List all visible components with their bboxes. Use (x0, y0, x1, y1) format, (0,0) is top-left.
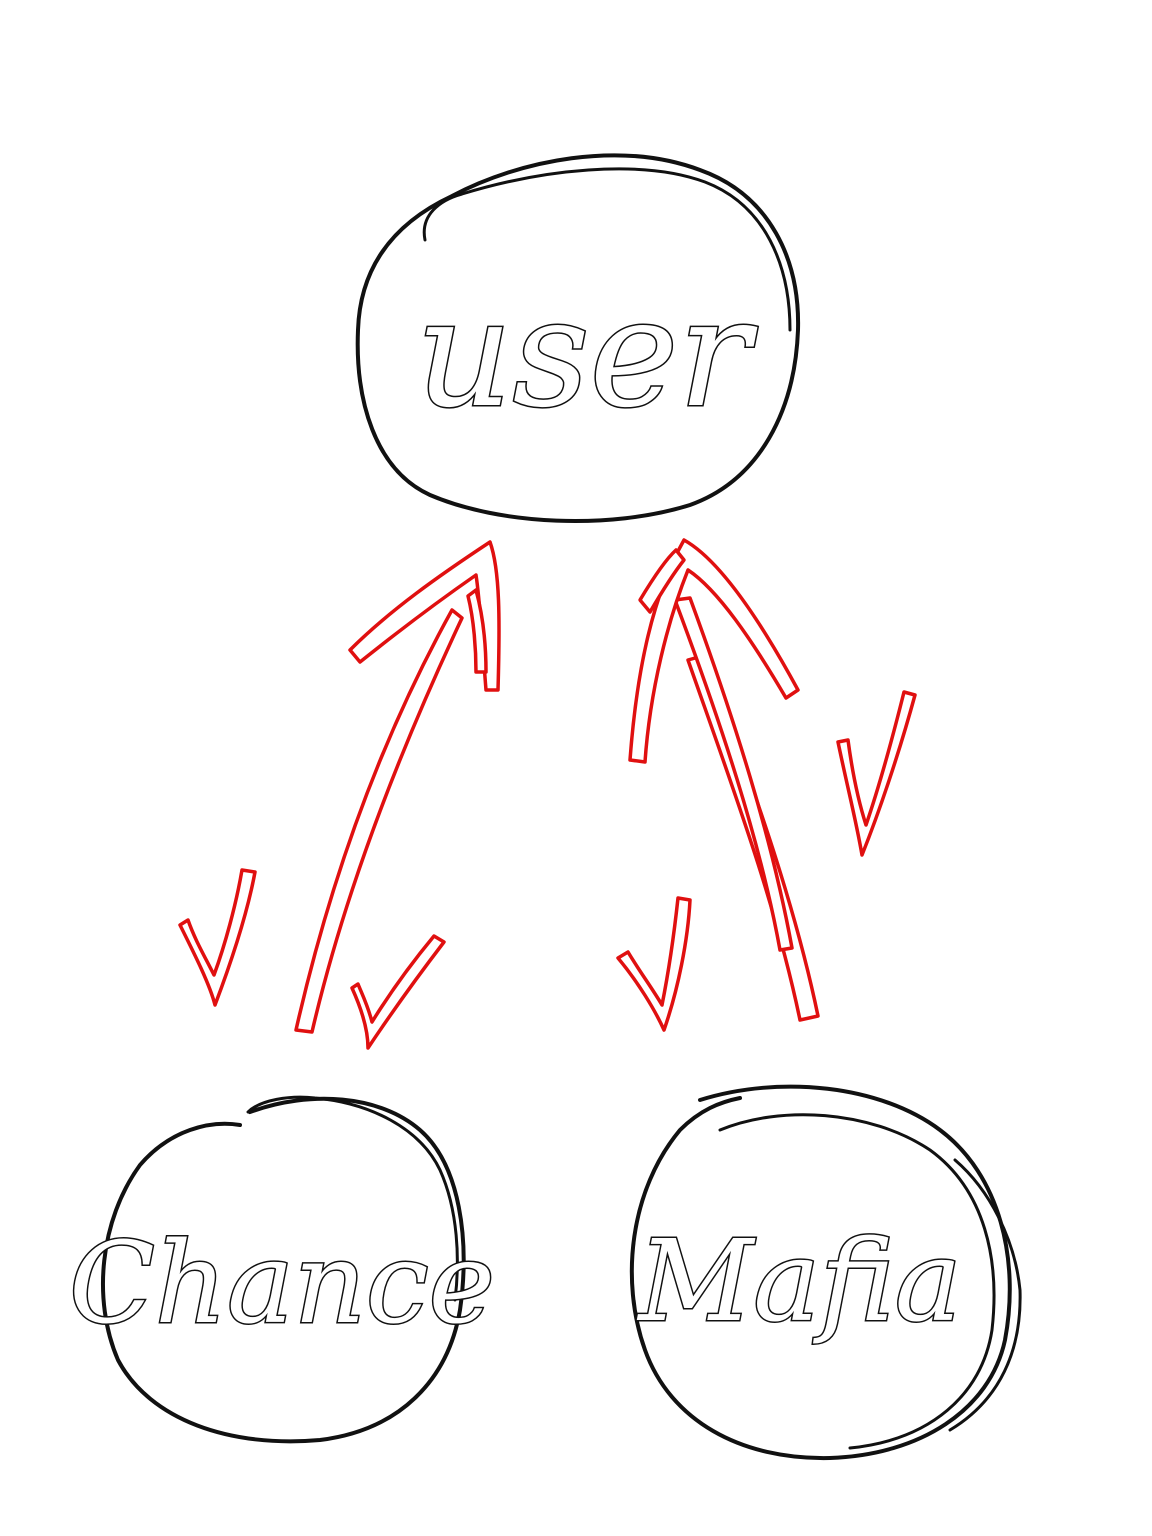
check-mark-2 (350, 934, 446, 1050)
node-user-label: user (416, 267, 758, 441)
node-chance-circle-overlap (246, 1095, 459, 1302)
node-mafia-label: Mafia (637, 1217, 962, 1347)
node-mafia-circle-overlap-1 (718, 1113, 996, 1450)
arrow-right-head-stroke (638, 548, 686, 614)
node-chance[interactable]: Chance (68, 1095, 496, 1444)
arrow-right-shaft-2 (673, 596, 794, 952)
node-user-circle-overlap (422, 167, 792, 332)
arrow-left-head-stroke (466, 588, 488, 674)
edge-mafia-to-user (628, 538, 820, 1022)
node-user-circle (355, 153, 801, 523)
node-user[interactable]: user (355, 153, 801, 523)
arrow-left-shaft (294, 608, 464, 1034)
check-mark-4 (836, 690, 917, 857)
node-mafia-circle (629, 1084, 1012, 1461)
node-chance-label: Chance (69, 1219, 495, 1349)
arrow-left-head (348, 540, 501, 692)
edge-chance-to-user (294, 540, 501, 1034)
node-mafia-circle-overlap-2 (948, 1158, 1022, 1432)
arrow-right-head (628, 538, 800, 764)
check-mark-3 (616, 896, 692, 1032)
check-mark-1 (178, 868, 257, 1007)
node-chance-circle (100, 1096, 466, 1444)
node-mafia[interactable]: Mafia (629, 1084, 1022, 1461)
